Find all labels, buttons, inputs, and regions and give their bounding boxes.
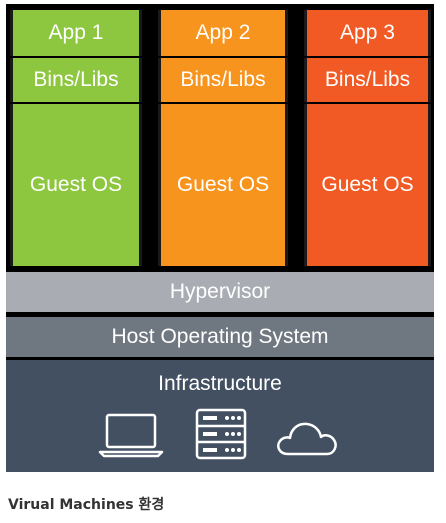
server-icon <box>195 408 247 460</box>
vm-2-app-label: App 2 <box>195 21 251 44</box>
host-os-layer: Host Operating System <box>6 317 434 357</box>
hypervisor-layer: Hypervisor <box>6 272 434 312</box>
vm-2-bins-label: Bins/Libs <box>180 68 266 91</box>
vm-1-app: App 1 <box>10 10 142 56</box>
vm-2-app: App 2 <box>158 10 288 56</box>
vm-1-bins-libs: Bins/Libs <box>10 58 142 102</box>
vm-3-guest-os: Guest OS <box>304 104 431 266</box>
vm-3-bins-label: Bins/Libs <box>324 68 411 91</box>
vm-2-guest-os: Guest OS <box>158 104 288 266</box>
vm-1-os-label: Guest OS <box>29 173 123 196</box>
infrastructure-layer: Infrastructure <box>6 360 434 472</box>
vm-column-2: App 2 Bins/Libs Guest OS <box>158 4 288 268</box>
vm-column-3: App 3 Bins/Libs Guest OS <box>304 4 431 268</box>
vm-1-bins-label: Bins/Libs <box>33 68 119 91</box>
cloud-icon <box>277 422 337 456</box>
infrastructure-label: Infrastructure <box>158 372 282 395</box>
diagram-caption: Virual Machines 환경 <box>8 497 165 513</box>
vm-2-bins-libs: Bins/Libs <box>158 58 288 102</box>
vm-architecture-diagram: App 1 Bins/Libs Guest OS App 2 Bins/Libs… <box>6 4 434 472</box>
vm-3-app-label: App 3 <box>340 21 395 44</box>
vm-1-app-label: App 1 <box>48 21 104 44</box>
vm-1-guest-os: Guest OS <box>10 104 142 266</box>
vm-3-bins-libs: Bins/Libs <box>304 58 431 102</box>
vm-column-1: App 1 Bins/Libs Guest OS <box>10 4 142 268</box>
vm-2-os-label: Guest OS <box>176 173 270 196</box>
vm-3-app: App 3 <box>304 10 431 56</box>
host-os-label: Host Operating System <box>111 325 329 348</box>
vm-3-os-label: Guest OS <box>321 173 414 196</box>
hypervisor-label: Hypervisor <box>169 280 271 303</box>
laptop-icon <box>98 413 164 458</box>
